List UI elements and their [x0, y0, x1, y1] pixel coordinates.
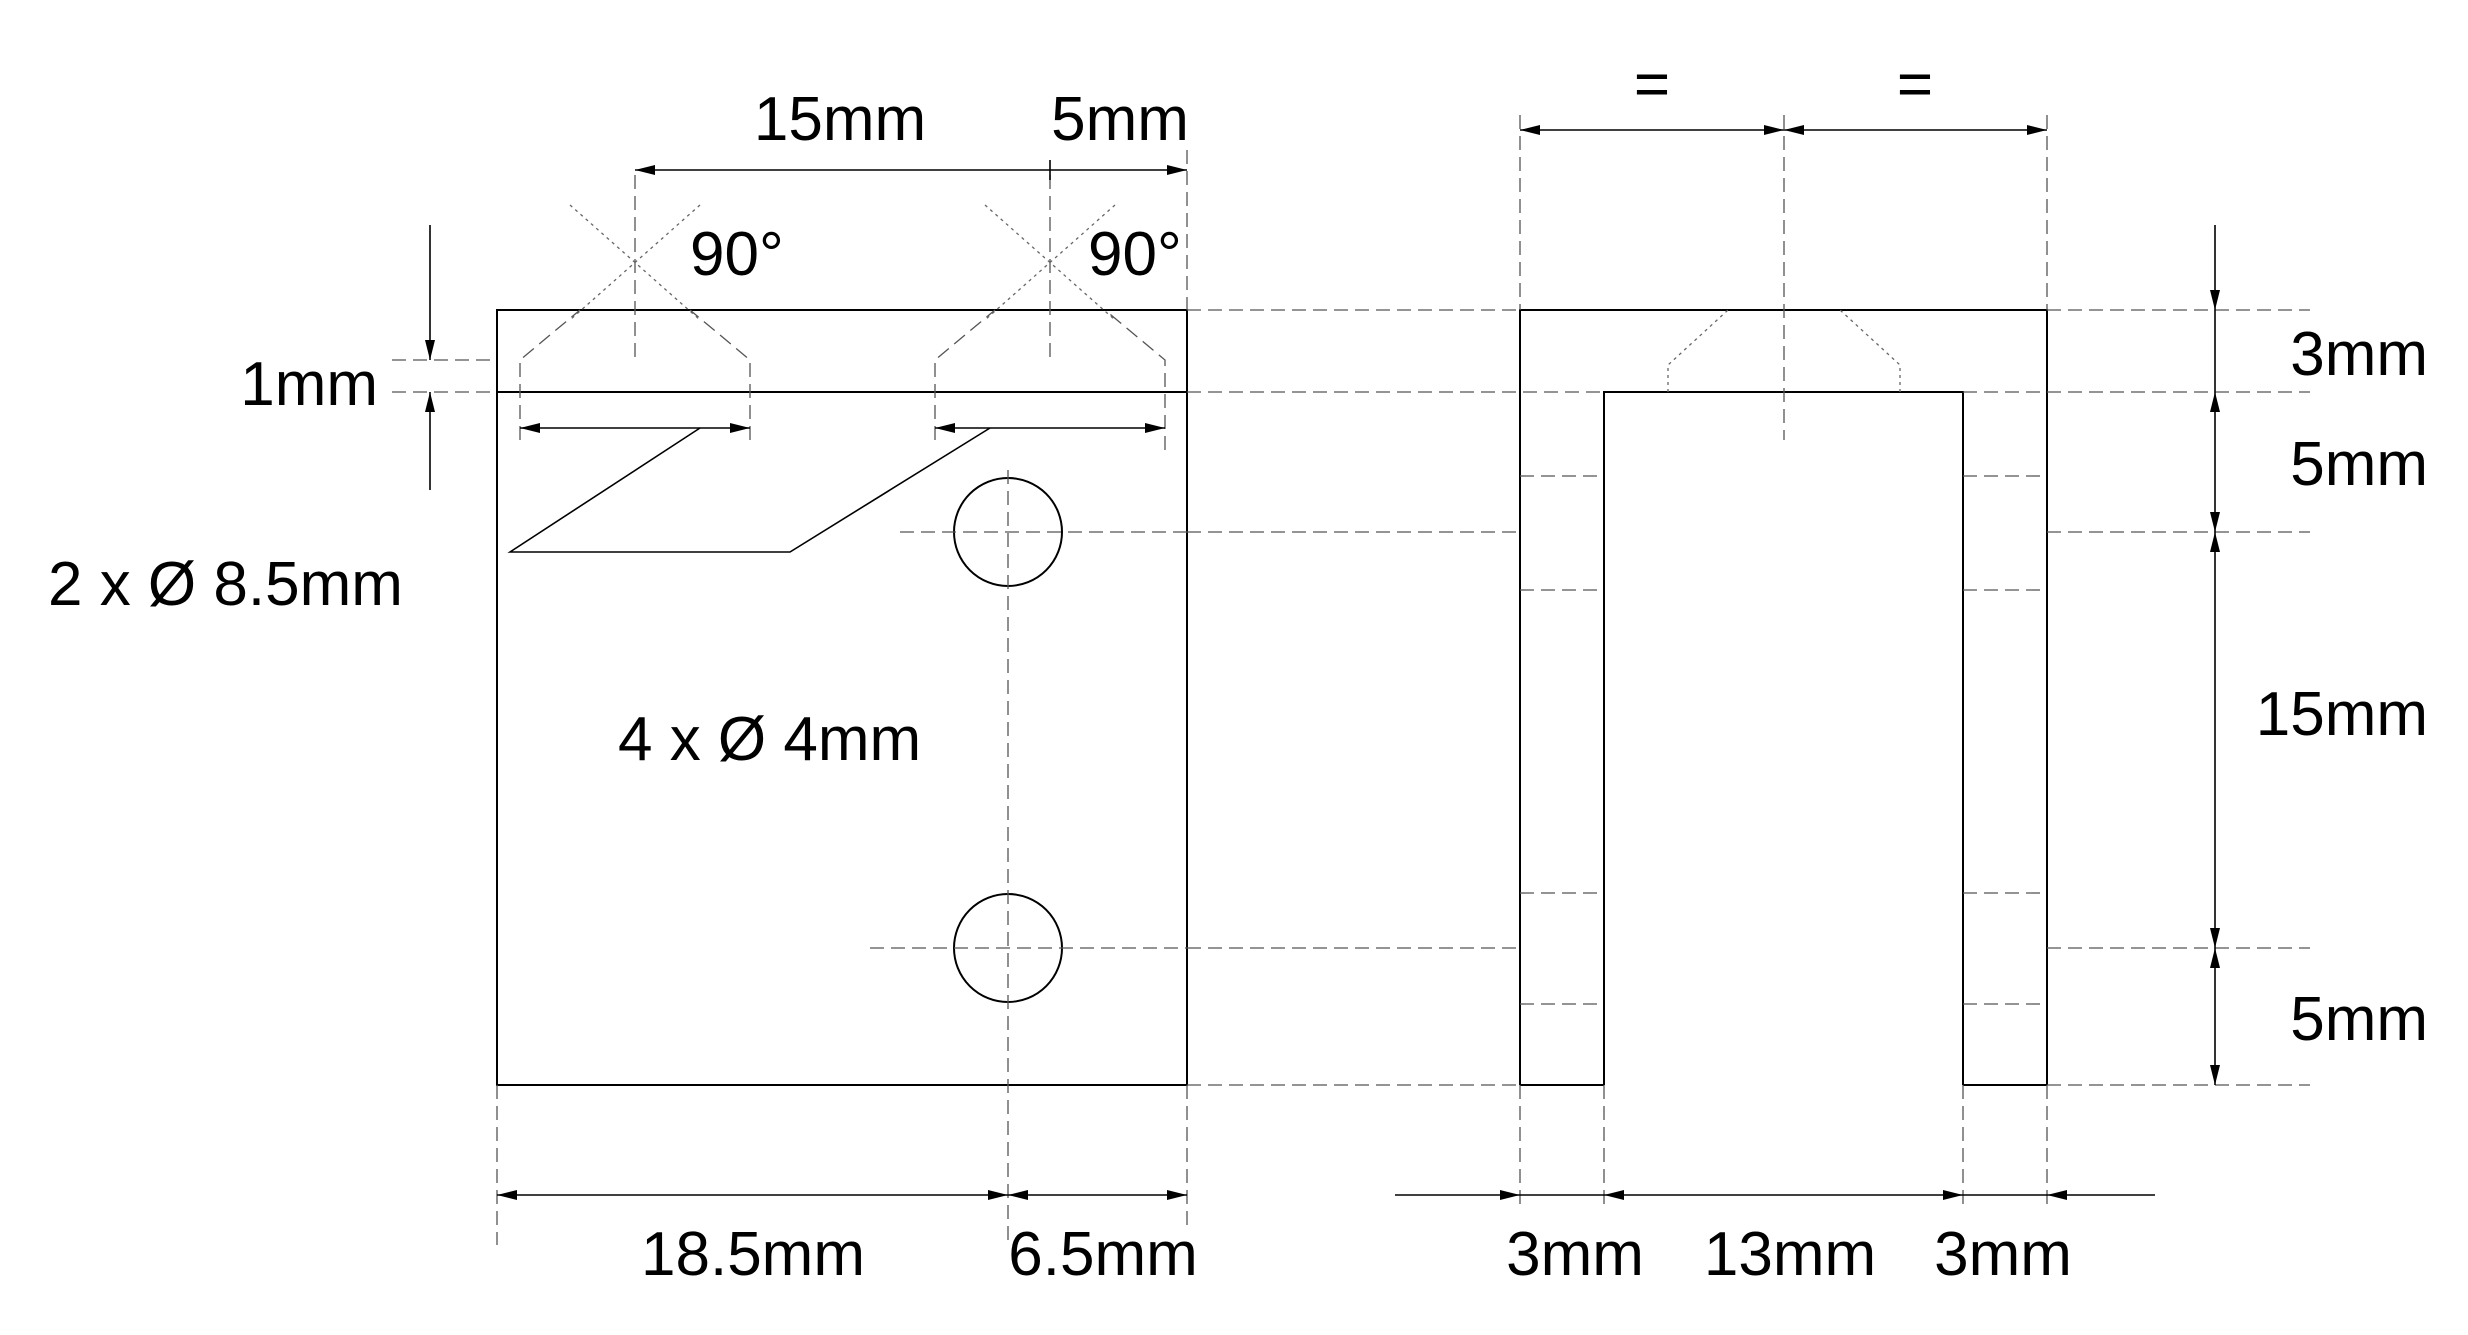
bore-leader	[507, 427, 991, 553]
label-18-5mm: 18.5mm	[641, 1220, 865, 1289]
label-5mm-top: 5mm	[1051, 85, 1189, 154]
side-view: = = 3mm 5mm 15mm 5mm 3mm 13mm 3mm	[1187, 50, 2428, 1289]
label-15mm-right: 15mm	[2256, 680, 2428, 749]
side-bore-left-hidden	[1667, 309, 1729, 392]
side-view-inner	[1603, 391, 1964, 1085]
label-3mm-bottom-right: 3mm	[1934, 1220, 2072, 1289]
bore-left-hidden	[519, 175, 751, 440]
label-6-5mm: 6.5mm	[1008, 1220, 1197, 1289]
label-angle-left: 90°	[690, 220, 784, 289]
label-1mm: 1mm	[240, 350, 378, 419]
side-hidden-hole-lines	[1520, 475, 2047, 1005]
label-15mm-top: 15mm	[754, 85, 926, 154]
label-equal-right: =	[1897, 50, 1933, 119]
label-angle-right: 90°	[1088, 220, 1182, 289]
label-equal-left: =	[1634, 50, 1670, 119]
side-view-outer	[1519, 309, 2048, 1085]
side-bore-right-hidden	[1839, 309, 1901, 392]
bore-right-hidden	[934, 175, 1166, 450]
label-3mm-bottom-left: 3mm	[1506, 1220, 1644, 1289]
label-5mm-right-lower: 5mm	[2290, 985, 2428, 1054]
projection-lines	[1187, 309, 2310, 1086]
front-view-outline	[496, 309, 1188, 1086]
label-3mm-right: 3mm	[2290, 320, 2428, 389]
label-13mm-bottom: 13mm	[1704, 1220, 1876, 1289]
label-5mm-right-upper: 5mm	[2290, 430, 2428, 499]
label-hole-callout: 4 x Ø 4mm	[618, 705, 921, 774]
front-view: 15mm 5mm 90° 90° 1mm 2 x Ø 8.5mm 4 x Ø 4…	[48, 85, 1198, 1289]
side-bottom-ext-lines	[1519, 1085, 2048, 1205]
label-bore-callout: 2 x Ø 8.5mm	[48, 550, 403, 619]
